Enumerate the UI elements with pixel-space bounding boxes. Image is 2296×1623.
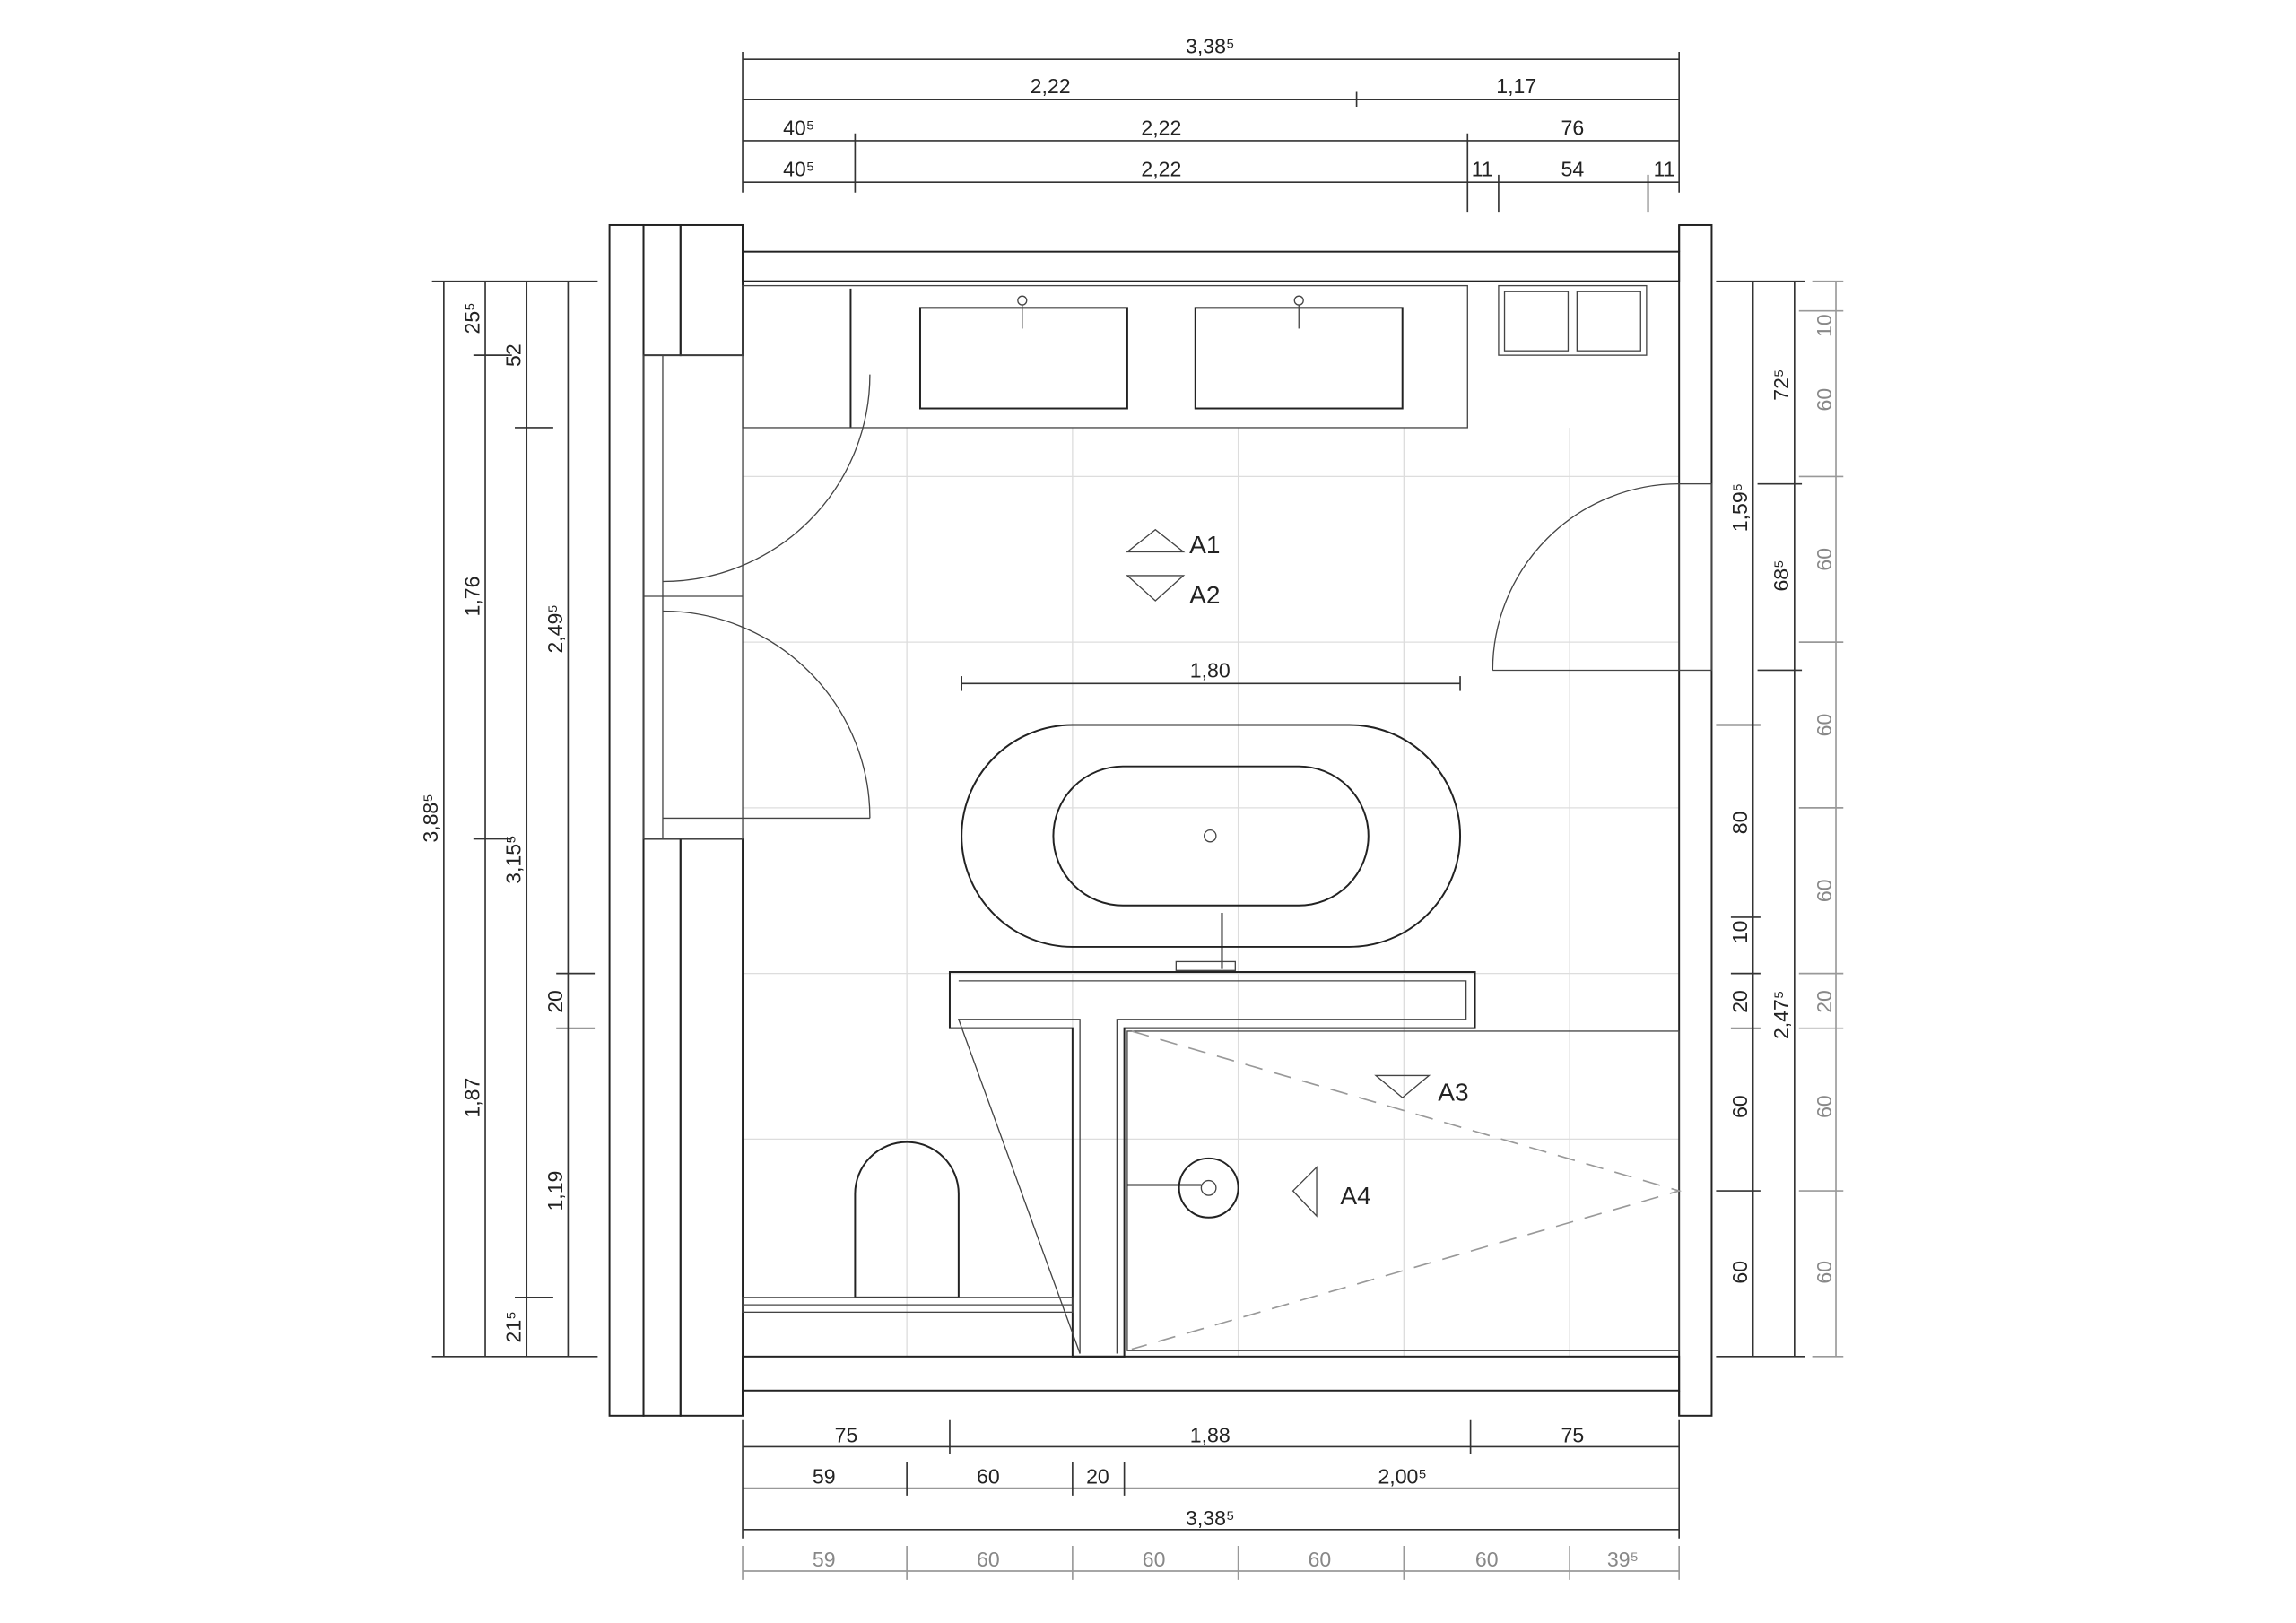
dim: 1,17 — [1496, 74, 1536, 98]
dim: 40⁵ — [783, 158, 814, 181]
dim: 60 — [1813, 1261, 1836, 1284]
double-vanity — [742, 284, 1648, 429]
view-label-a2: A2 — [1189, 581, 1220, 609]
dim: 60 — [1728, 1261, 1752, 1284]
dim: 60 — [1813, 388, 1836, 412]
dim: 60 — [1143, 1548, 1166, 1571]
tile-grid — [743, 427, 1680, 1357]
sink-left — [918, 307, 1128, 410]
dim: 20 — [1086, 1465, 1109, 1488]
dim: 11 — [1472, 158, 1493, 181]
dim: 3,15⁵ — [502, 835, 526, 883]
dim: 75 — [1561, 1424, 1585, 1447]
dim: 60 — [1813, 879, 1836, 902]
dim: 60 — [1813, 548, 1836, 571]
view-markers: A1 A2 A3 A4 — [1126, 528, 1469, 1218]
view-label-a3: A3 — [1438, 1078, 1468, 1106]
right-dimensions: 1,59⁵ 80 10 20 60 60 72⁵ 68⁵ 2,47⁵ 10 60… — [1716, 280, 1844, 1358]
dim: 2,22 — [1031, 74, 1071, 98]
dim: 2,49⁵ — [544, 604, 567, 653]
dim: 80 — [1728, 812, 1752, 835]
dim: 59 — [813, 1465, 836, 1488]
dim: 21⁵ — [502, 1311, 526, 1342]
dim: 2,22 — [1141, 116, 1181, 139]
dim: 20 — [1728, 990, 1752, 1013]
dim: 60 — [1728, 1095, 1752, 1118]
dim: 2,00⁵ — [1378, 1465, 1426, 1488]
dim: 10 — [1813, 314, 1836, 337]
dim: 2,22 — [1141, 158, 1181, 181]
dim: 60 — [1813, 714, 1836, 737]
dim: 68⁵ — [1770, 560, 1793, 591]
dim: 60 — [1475, 1548, 1499, 1571]
dim: 54 — [1561, 158, 1585, 181]
dim: 1,88 — [1190, 1424, 1231, 1447]
dim: 60 — [977, 1548, 1000, 1571]
left-dimensions: 3,88⁵ 25⁵ 1,76 1,87 52 3,15⁵ 21⁵ 2,49⁵ 2… — [419, 280, 598, 1358]
view-label-a1: A1 — [1189, 531, 1220, 559]
dim: 3,38⁵ — [1186, 1506, 1234, 1530]
partition-counter — [948, 970, 1476, 1358]
top-dimensions: 3,38⁵ 2,22 1,17 40⁵ 2,22 76 40⁵ 2,22 11 … — [742, 35, 1680, 213]
dim: 10 — [1728, 921, 1752, 944]
dim: 75 — [835, 1424, 858, 1447]
dim-tub-length: 1,80 — [1190, 659, 1231, 682]
dim: 3,88⁵ — [419, 794, 442, 842]
dim: 2,47⁵ — [1770, 991, 1793, 1039]
view-marker-a3-icon — [1374, 1074, 1431, 1099]
doors — [662, 288, 1680, 820]
dim: 40⁵ — [783, 116, 814, 139]
dim: 20 — [544, 990, 567, 1013]
dim: 20 — [1813, 990, 1836, 1013]
view-label-a4: A4 — [1340, 1182, 1370, 1210]
dim: 1,87 — [460, 1078, 483, 1118]
bottom-dimensions: 75 1,88 75 59 60 20 2,00⁵ 3,38⁵ 59 60 60… — [742, 1419, 1680, 1580]
dim: 60 — [1309, 1548, 1332, 1571]
dim: 59 — [813, 1548, 836, 1571]
walls — [608, 223, 1713, 1417]
dim: 1,76 — [460, 577, 483, 617]
dim: 1,59⁵ — [1728, 483, 1752, 532]
dim: 25⁵ — [460, 302, 483, 334]
view-marker-a2-icon — [1126, 575, 1186, 602]
dim: 60 — [977, 1465, 1000, 1488]
dim: 3,38⁵ — [1186, 35, 1234, 58]
view-marker-a1-icon — [1126, 528, 1186, 553]
storage-cabinet — [1498, 284, 1648, 356]
view-marker-a4-icon — [1292, 1166, 1318, 1218]
dim: 76 — [1561, 116, 1585, 139]
dim: 1,19 — [544, 1171, 567, 1211]
shower — [1126, 1030, 1683, 1351]
shower-head — [1178, 1157, 1239, 1219]
dim: 52 — [502, 343, 526, 367]
dim: 11 — [1654, 158, 1675, 181]
bench — [742, 1297, 1074, 1314]
dim: 39⁵ — [1607, 1548, 1639, 1571]
dim: 72⁵ — [1770, 369, 1793, 400]
bathtub — [961, 724, 1462, 971]
toilet — [854, 1141, 960, 1298]
dim: 60 — [1813, 1095, 1836, 1118]
